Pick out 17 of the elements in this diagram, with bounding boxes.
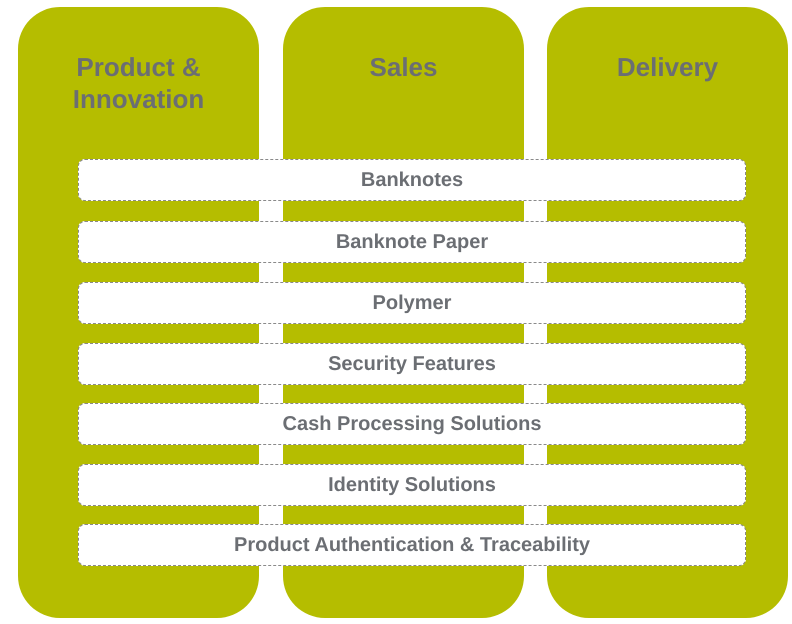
- category-bar: [78, 282, 746, 324]
- bar-label: Security Features: [328, 352, 496, 377]
- bar-label: Banknotes: [360, 168, 464, 193]
- column-heading: Delivery: [616, 51, 720, 83]
- column-heading: Product & Innovation: [72, 51, 206, 115]
- category-bar: [78, 403, 746, 445]
- category-bar: [78, 159, 746, 201]
- bar-label: Polymer: [372, 291, 452, 316]
- bar-label: Cash Processing Solutions: [282, 412, 542, 437]
- bar-label: Banknote Paper: [336, 230, 488, 255]
- bar-label: Product Authentication & Traceability: [234, 533, 590, 558]
- bar-label: Identity Solutions: [328, 473, 496, 498]
- category-bar: [78, 343, 746, 385]
- category-bar: [78, 464, 746, 506]
- category-bar: [78, 221, 746, 263]
- column-heading: Sales: [368, 51, 438, 83]
- category-bar: [78, 524, 746, 566]
